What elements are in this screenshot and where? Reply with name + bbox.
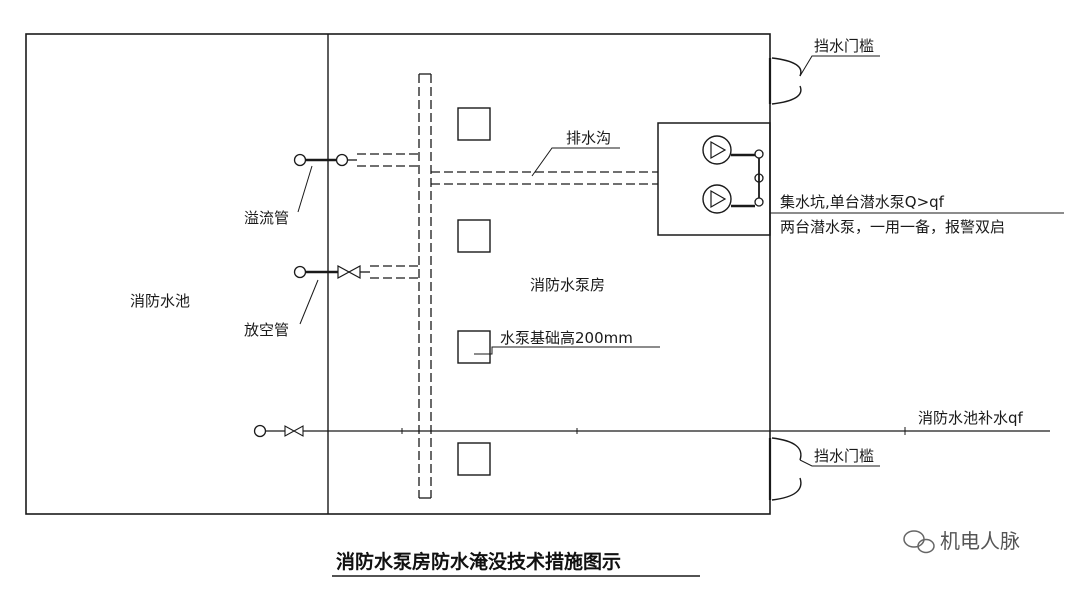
water-stop-sill-bottom (768, 437, 802, 501)
overflow-pipe (293, 153, 419, 167)
drain-ditch-label: 排水沟 (566, 129, 611, 147)
makeup-water-pipe (253, 424, 1050, 438)
wechat-icon (903, 530, 935, 554)
sump-label-line1: 集水坑,单台潜水泵Q>qf (780, 193, 945, 211)
sill-top-label: 挡水门槛 (814, 37, 874, 55)
pump-base-label: 水泵基础高200mm (500, 329, 633, 347)
drain-ditch (431, 171, 658, 185)
building-outline (25, 33, 771, 515)
sump-pit (657, 122, 771, 236)
vertical-drain-trench (418, 73, 432, 499)
watermark-text: 机电人脉 (940, 529, 1020, 553)
pool-label: 消防水池 (130, 292, 190, 310)
sump-label-line2: 两台潜水泵，一用一备，报警双启 (780, 218, 1005, 236)
pump-foundations (457, 107, 491, 476)
pump-room-label: 消防水泵房 (530, 276, 605, 294)
water-stop-sill-top (768, 57, 802, 105)
overflow-pipe-label: 溢流管 (244, 209, 289, 227)
vent-pipe-label: 放空管 (244, 321, 289, 339)
makeup-water-label: 消防水池补水qf (918, 409, 1024, 427)
vent-pipe (293, 264, 419, 280)
leader-lines (297, 55, 1064, 467)
diagram-title: 消防水泵房防水淹没技术措施图示 (336, 550, 621, 573)
sill-bottom-label: 挡水门槛 (814, 447, 874, 465)
